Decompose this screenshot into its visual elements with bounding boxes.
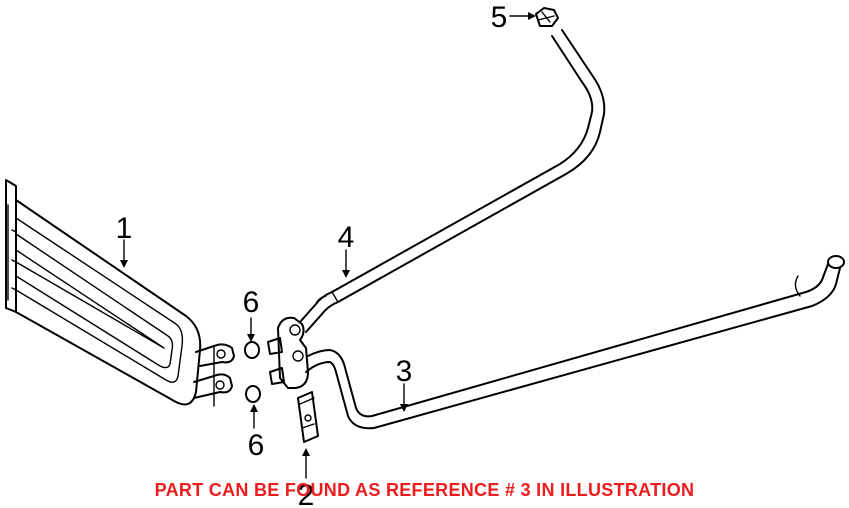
bracket — [297, 391, 319, 443]
callout-2: 2 — [298, 479, 315, 508]
line-connector-block — [267, 316, 309, 389]
callout-arrows — [120, 12, 536, 479]
lower-cooler-line — [305, 255, 845, 430]
callout-5: 5 — [491, 1, 508, 34]
oil-cooler — [5, 179, 235, 407]
hose-clip — [535, 7, 559, 27]
o-ring-upper — [244, 341, 260, 359]
callout-6-lower: 6 — [248, 429, 265, 462]
callout-1: 1 — [116, 212, 133, 245]
reference-caption: PART CAN BE FOUND AS REFERENCE # 3 IN IL… — [154, 480, 695, 500]
callout-3: 3 — [396, 355, 413, 388]
callout-6-upper: 6 — [243, 286, 260, 319]
upper-cooler-line — [299, 29, 606, 333]
o-ring-lower — [245, 385, 261, 403]
callout-4: 4 — [338, 221, 355, 254]
